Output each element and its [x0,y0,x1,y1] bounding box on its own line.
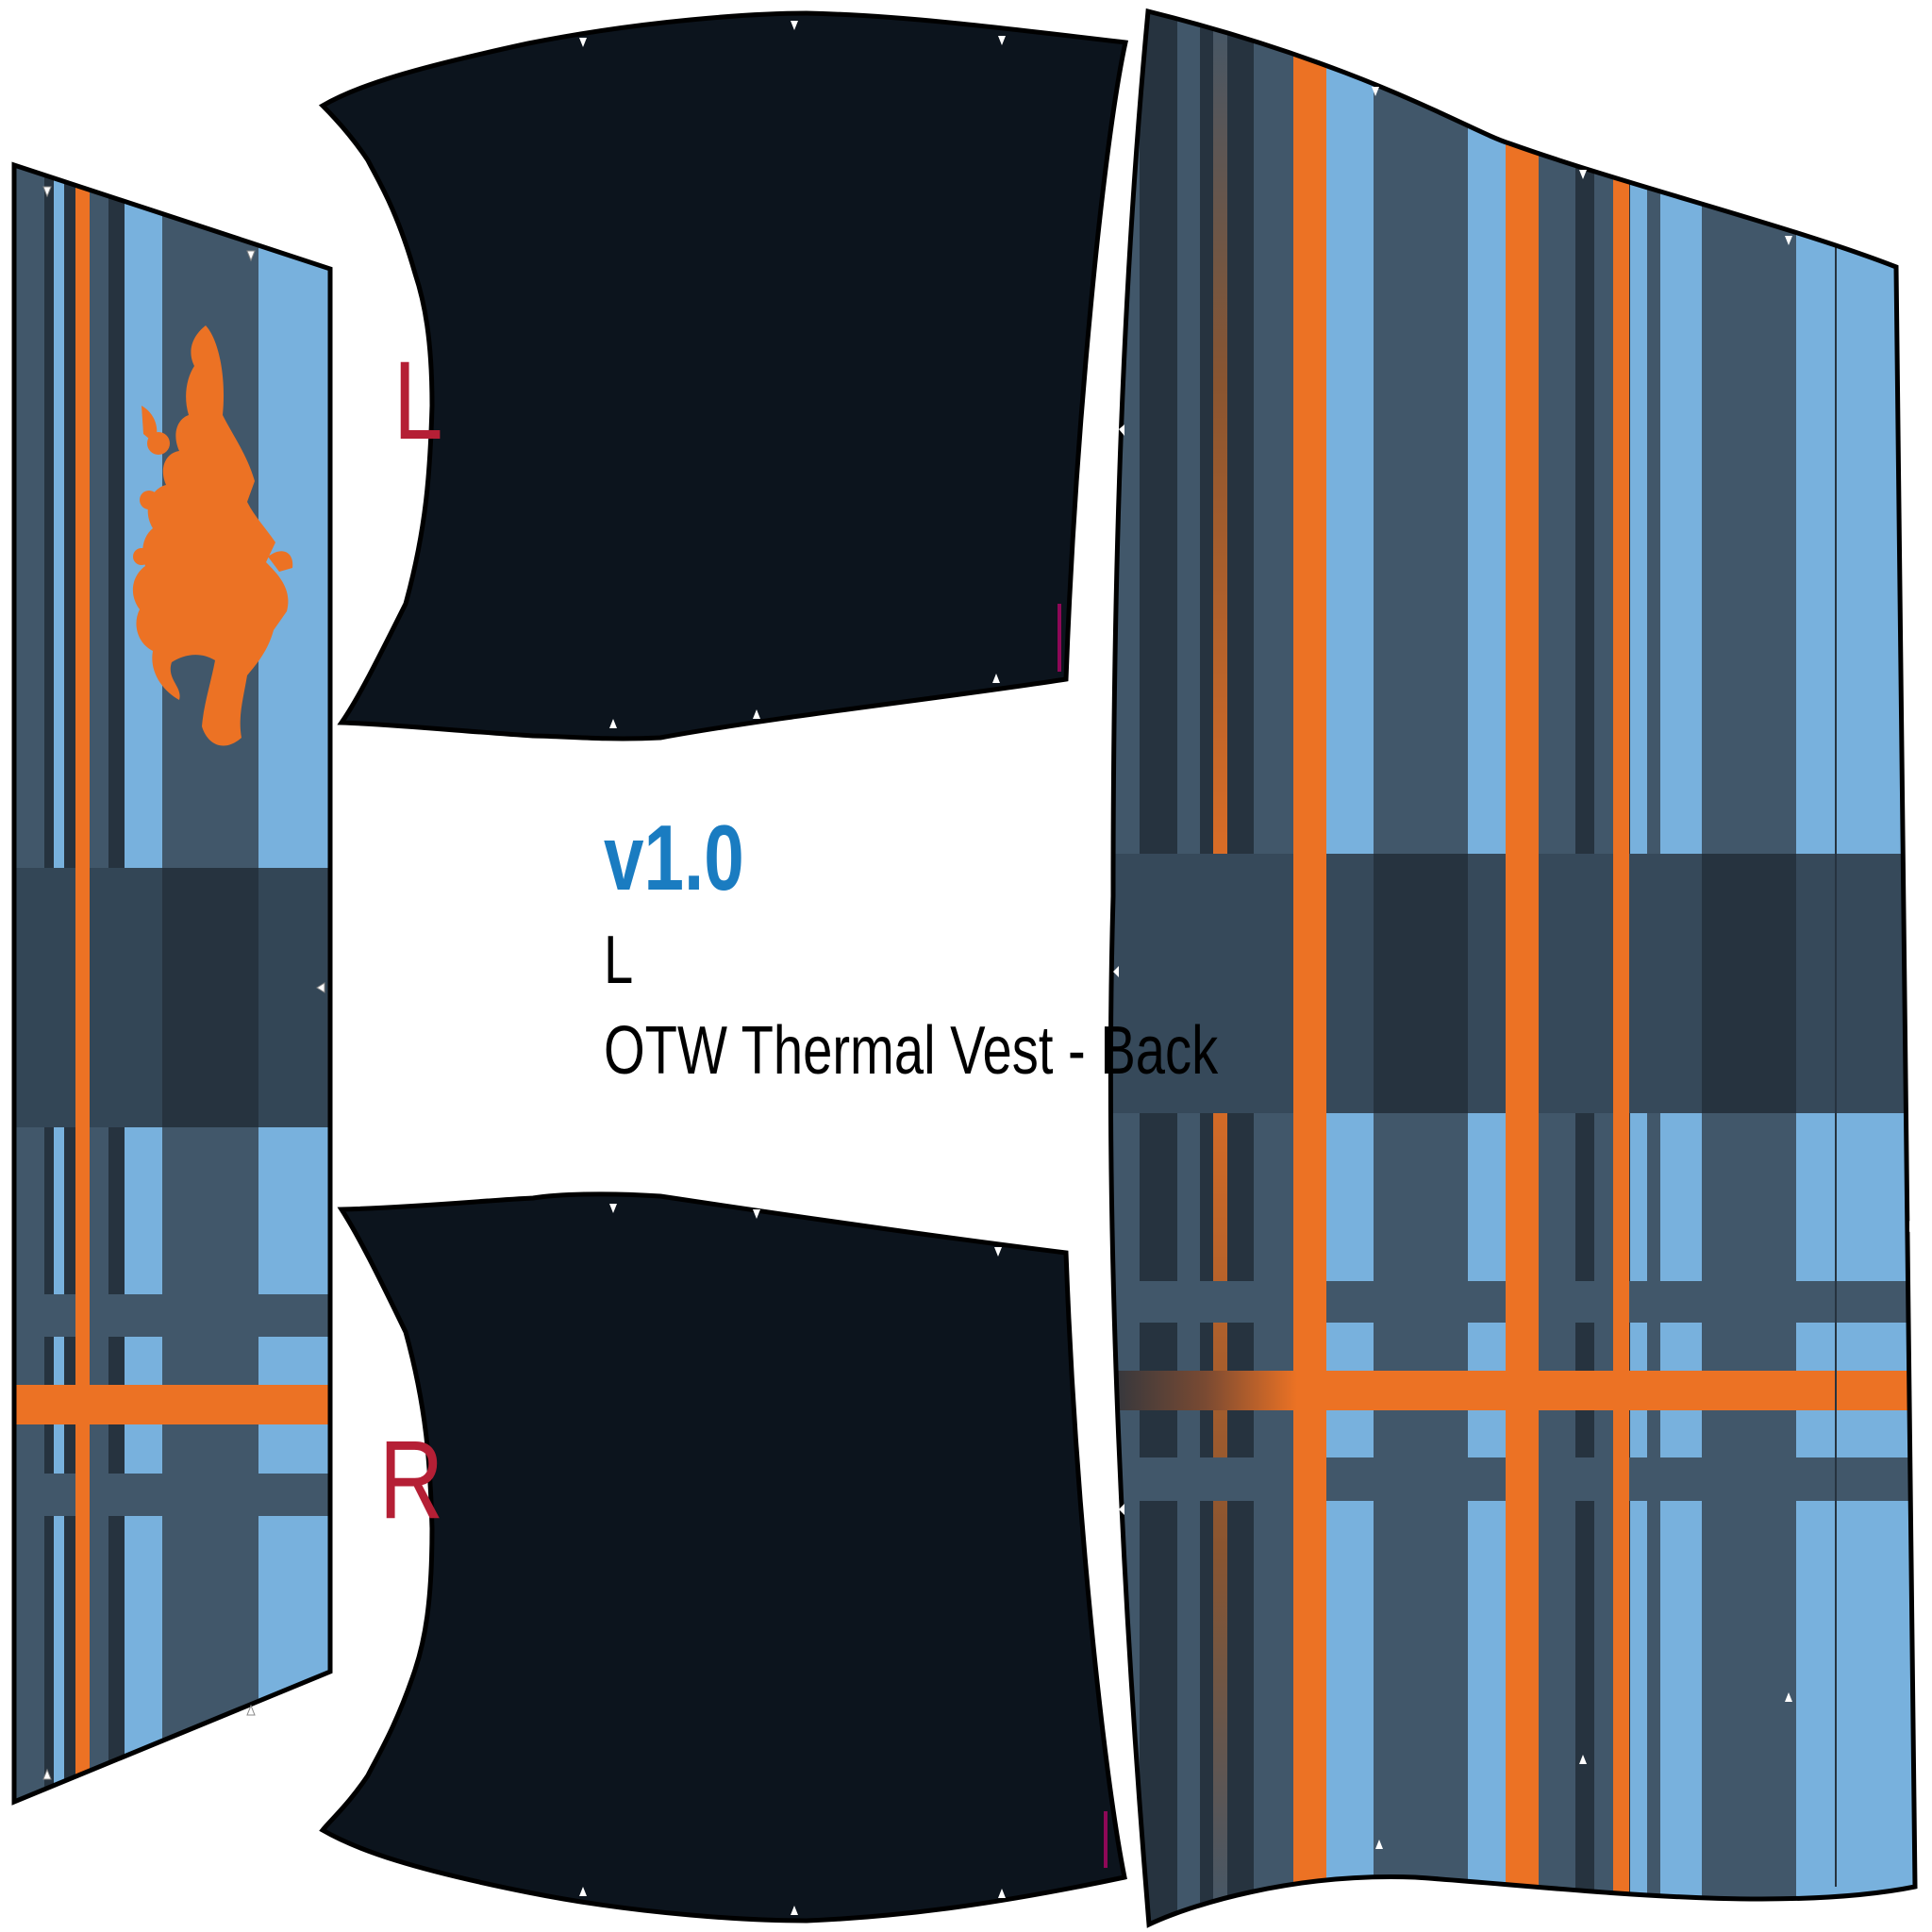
lower-panel-right-side [319,1191,1127,1924]
notch-triangle-icon [579,1204,1006,1915]
notch-triangle-icon [42,186,325,1780]
pink-size-marker [1104,1811,1108,1868]
pink-size-marker [1058,604,1061,672]
notch-triangle-icon [1113,87,1917,1849]
sheet-info: v1.0 L OTW Thermal Vest - Back [604,806,1219,1089]
notch-triangle-icon [579,21,1006,728]
upper-panel-left-side [318,10,1129,741]
size-label: L [604,923,634,998]
upper-panel-side-label: L [393,339,443,463]
left-side-panel [11,161,333,1806]
right-back-panel [1108,8,1918,1928]
lower-panel-side-label: R [379,1418,444,1542]
product-name: OTW Thermal Vest - Back [604,1013,1219,1089]
rampant-lion-icon [132,325,293,746]
version-label: v1.0 [604,806,744,909]
